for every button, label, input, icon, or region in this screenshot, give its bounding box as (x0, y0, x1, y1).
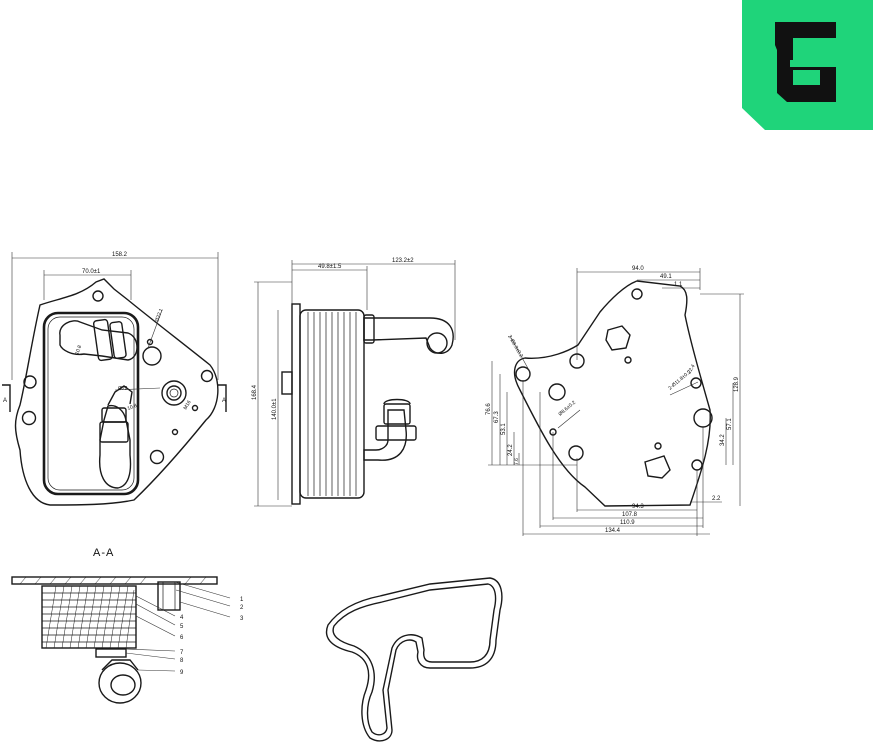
dim-upper-width: 70.0±1 (82, 269, 101, 275)
section-mark-left: A (3, 398, 7, 404)
dim-right-top: 22.4 (687, 363, 697, 375)
callout-1: 1 (240, 597, 244, 603)
dim-left-67: 67.3 (494, 411, 500, 423)
dim-pipe-dia-top: Ø22.1 (154, 308, 164, 323)
dim-body-height: 140.0±1 (272, 398, 278, 420)
dim-bottom-107: 107.8 (622, 512, 638, 518)
dim-corner: 1.1 (674, 282, 683, 288)
dim-bottom-94: 94.3 (632, 504, 644, 510)
front-view: 158.2 70.0±1 Ø22.1 10.8 (2, 252, 227, 506)
dim-right-mid: 57.1 (727, 418, 733, 430)
callout-6: 6 (180, 635, 184, 641)
dim-body-depth: 49.8±1.5 (318, 264, 342, 270)
dim-top-width: 94.0 (632, 266, 644, 272)
section-view: A-A (11, 547, 244, 704)
dim-left-24: 24.2 (508, 444, 514, 456)
section-title: A-A (93, 547, 114, 559)
dim-overall-width: 158.2 (112, 252, 128, 258)
dim-right-height: 128.9 (734, 376, 740, 392)
dim-top-offset: 49.1 (660, 274, 672, 280)
side-view: 123.2±2 49.8±1.5 168.4 140.0±1 (252, 258, 456, 507)
flange-view: 94.0 49.1 1.1 2-Ø8.9±0.2 2-Ø11.8±0.2 Ø8.… (486, 266, 744, 536)
dim-thread: M16 (183, 399, 193, 411)
callout-7: 7 (180, 650, 184, 656)
callout-3: 3 (240, 616, 244, 622)
dim-left-76: 76.6 (486, 403, 492, 415)
callout-4: 4 (180, 615, 184, 621)
dim-left-7: 7.6 (514, 458, 520, 465)
dim-bottom-134: 134.4 (605, 528, 621, 534)
dim-corner-bottom: 2.2 (712, 496, 721, 502)
callout-9: 9 (180, 670, 184, 676)
callout-8: 8 (180, 658, 184, 664)
section-mark-right: A (222, 398, 226, 404)
callout-5: 5 (180, 624, 184, 630)
brand-logo (742, 0, 873, 130)
dim-bottom-110: 110.9 (620, 520, 635, 526)
dim-left-53: 53.1 (501, 423, 507, 435)
callout-2: 2 (240, 605, 244, 611)
dim-pipe-len: 10.8 (74, 344, 83, 355)
dim-pipe-span: 123.2±2 (392, 258, 414, 264)
dim-pipe-len-mid: 10.8 (127, 403, 138, 412)
dim-overall-height: 168.4 (252, 384, 258, 400)
gasket-drawing (325, 577, 503, 742)
dim-pipe-dia-mid: Ø22 (118, 386, 128, 392)
dim-right-low: 34.2 (720, 434, 726, 446)
dim-hole-top-left: 2-Ø8.9±0.2 (506, 334, 524, 359)
